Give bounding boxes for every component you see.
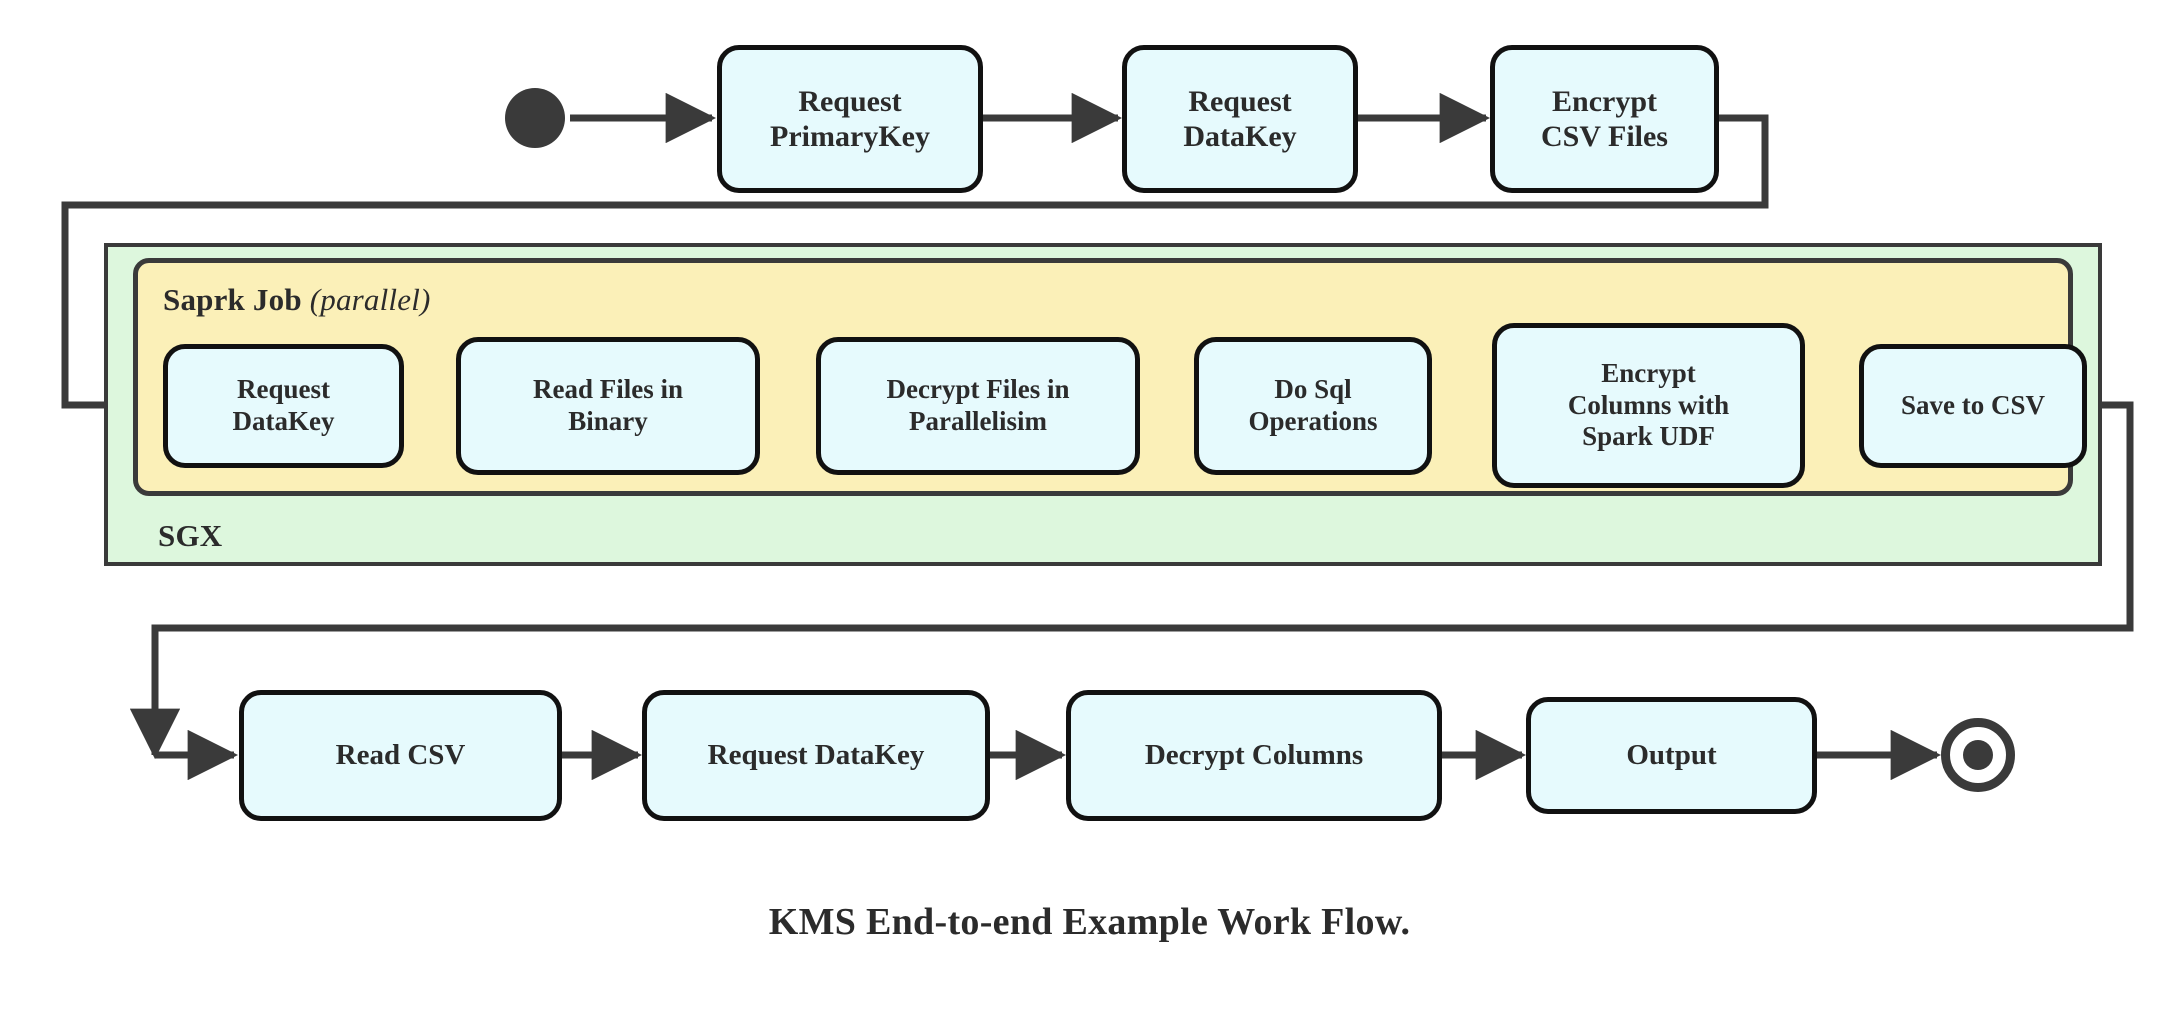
node-request-primarykey[interactable]: Request PrimaryKey (717, 45, 983, 193)
node-line: Output (1626, 739, 1717, 772)
node-line: Request DataKey (707, 739, 925, 772)
spark-label-bold: Saprk Job (163, 282, 302, 317)
node-request-datakey-bottom[interactable]: Request DataKey (642, 690, 990, 821)
end-node-core (1962, 739, 1994, 771)
node-line: Parallelisim (909, 406, 1047, 436)
node-line: Request (236, 374, 330, 405)
node-decrypt-files-in-parallelisim[interactable]: Decrypt Files in Parallelisim (816, 337, 1140, 475)
diagram-caption: KMS End-to-end Example Work Flow. (768, 901, 1411, 943)
node-read-files-in-binary[interactable]: Read Files in Binary (456, 337, 760, 475)
region-sgx-label: SGX (158, 518, 223, 553)
node-line: Read Files in (532, 374, 683, 405)
node-encrypt-csv-files[interactable]: Encrypt CSV Files (1490, 45, 1719, 193)
end-node (1941, 718, 2015, 792)
node-line: Columns with (1567, 389, 1730, 420)
node-request-datakey-spark[interactable]: Request DataKey (163, 344, 404, 468)
spark-label-italic: (parallel) (309, 282, 431, 317)
node-line: Encrypt (1601, 357, 1696, 388)
node-output[interactable]: Output (1526, 697, 1817, 814)
node-encrypt-columns-with-spark-udf[interactable]: Encrypt Columns with Spark UDF (1492, 323, 1805, 488)
start-node (505, 88, 565, 148)
node-line: Binary (568, 406, 648, 436)
node-line: Encrypt (1552, 84, 1657, 118)
node-line: Read CSV (335, 739, 466, 772)
node-line: DataKey (232, 406, 335, 436)
node-line: Decrypt Columns (1144, 739, 1364, 772)
node-line: Spark UDF (1582, 421, 1715, 452)
node-line: Do Sql (1274, 374, 1352, 405)
node-line: Request (798, 84, 902, 118)
node-request-datakey-top[interactable]: Request DataKey (1122, 45, 1358, 193)
node-decrypt-columns[interactable]: Decrypt Columns (1066, 690, 1442, 821)
node-line: Decrypt Files in (886, 374, 1070, 405)
node-line: Request (1188, 84, 1292, 118)
node-save-to-csv[interactable]: Save to CSV (1859, 344, 2087, 468)
node-read-csv[interactable]: Read CSV (239, 690, 562, 821)
node-do-sql-operations[interactable]: Do Sql Operations (1194, 337, 1432, 475)
node-line: Save to CSV (1900, 390, 2045, 421)
node-line: PrimaryKey (770, 120, 930, 153)
node-line: CSV Files (1541, 120, 1668, 153)
region-spark-job-label: Saprk Job (parallel) (163, 282, 431, 318)
node-line: Operations (1248, 406, 1378, 436)
node-line: DataKey (1183, 120, 1297, 153)
